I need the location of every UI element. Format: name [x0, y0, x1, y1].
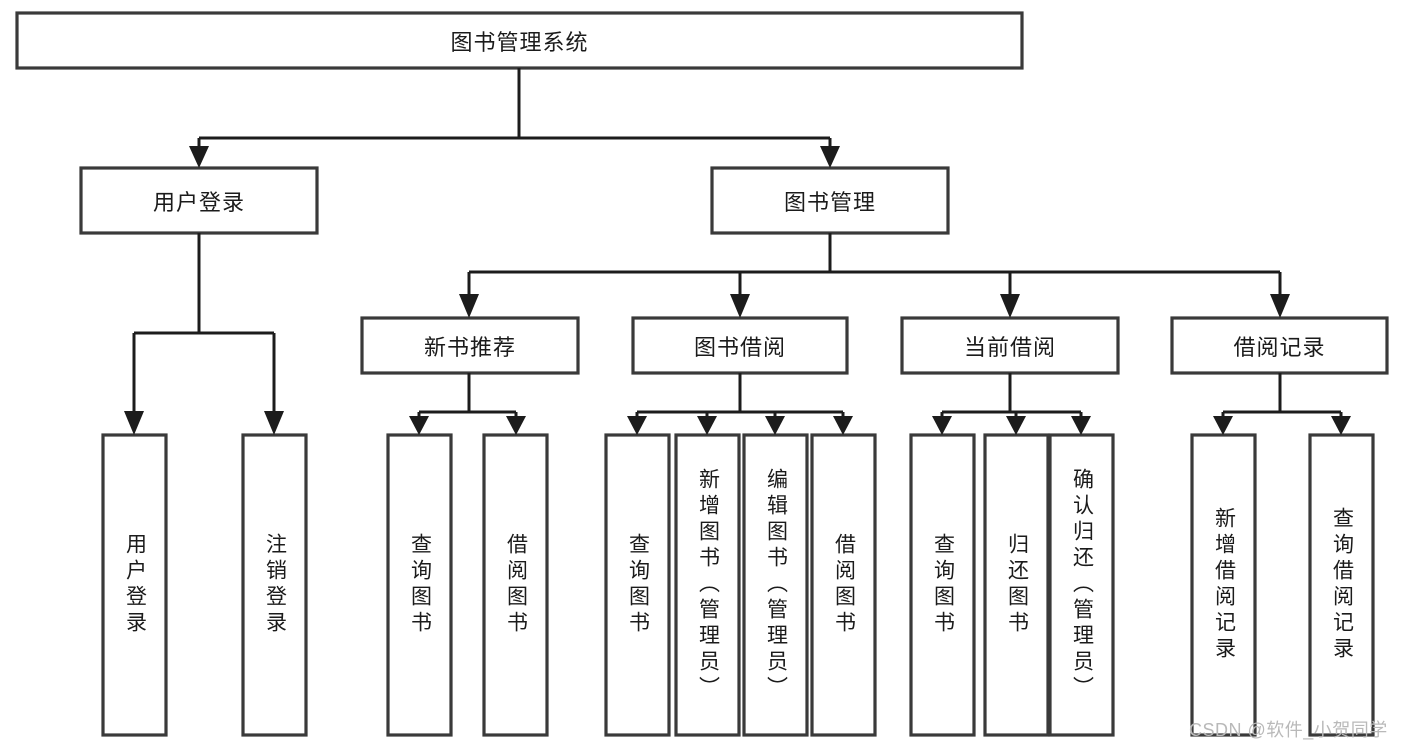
- connector-root-to-level2: [189, 68, 840, 168]
- arrowhead-leaf-borrow-book-1: [506, 416, 526, 435]
- arrowhead-new-book-recommend: [459, 294, 479, 318]
- node-box-new-book-recommend[interactable]: [360, 316, 580, 375]
- node-box-leaf-confirm-return[interactable]: [1048, 433, 1115, 737]
- node-box-leaf-query-book-3[interactable]: [909, 433, 976, 737]
- node-box-leaf-edit-book[interactable]: [742, 433, 809, 737]
- connector-user-login-to-leaves: [124, 233, 284, 435]
- watermark-text: CSDN @软件_小贺同学: [1189, 720, 1388, 740]
- arrowhead-leaf-user-login: [124, 411, 144, 435]
- node-box-root[interactable]: [15, 11, 1024, 70]
- node-box-user-login[interactable]: [79, 166, 319, 235]
- node-box-leaf-user-login[interactable]: [101, 433, 168, 737]
- node-box-book-borrow[interactable]: [631, 316, 849, 375]
- node-box-leaf-query-book-2[interactable]: [604, 433, 671, 737]
- node-box-book-manage[interactable]: [710, 166, 950, 235]
- node-box-leaf-query-book-1[interactable]: [386, 433, 453, 737]
- arrowhead-leaf-edit-book: [765, 416, 785, 435]
- node-box-leaf-add-book[interactable]: [674, 433, 741, 737]
- node-box-borrow-record[interactable]: [1170, 316, 1389, 375]
- node-box-current-borrow[interactable]: [900, 316, 1120, 375]
- arrowhead-leaf-add-book: [697, 416, 717, 435]
- connector-current-borrow-to-leaves: [932, 373, 1091, 435]
- arrowhead-leaf-add-record: [1213, 416, 1233, 435]
- arrowhead-leaf-query-book-1: [409, 416, 429, 435]
- node-box-leaf-user-logout[interactable]: [241, 433, 308, 737]
- arrowhead-user-login: [189, 146, 209, 168]
- node-box-leaf-borrow-book-2[interactable]: [810, 433, 877, 737]
- arrowhead-book-borrow: [730, 294, 750, 318]
- arrowhead-leaf-query-book-3: [932, 416, 952, 435]
- node-box-leaf-borrow-book-1[interactable]: [482, 433, 549, 737]
- arrowhead-leaf-borrow-book-2: [833, 416, 853, 435]
- connector-book-manage-to-level3: [459, 233, 1290, 318]
- arrowhead-leaf-return-book: [1006, 416, 1026, 435]
- node-box-leaf-return-book[interactable]: [983, 433, 1050, 737]
- node-box-leaf-add-record[interactable]: [1190, 433, 1257, 737]
- arrowhead-book-manage: [820, 146, 840, 168]
- arrowhead-leaf-user-logout: [264, 411, 284, 435]
- connector-new-book-recommend-to-leaves: [409, 373, 526, 435]
- connector-borrow-record-to-leaves: [1213, 373, 1351, 435]
- arrowhead-leaf-query-book-2: [627, 416, 647, 435]
- arrowhead-current-borrow: [1000, 294, 1020, 318]
- arrowhead-borrow-record: [1270, 294, 1290, 318]
- connector-book-borrow-to-leaves: [627, 373, 853, 435]
- node-box-leaf-query-record[interactable]: [1308, 433, 1375, 737]
- arrowhead-leaf-query-record: [1331, 416, 1351, 435]
- arrowhead-leaf-confirm-return: [1071, 416, 1091, 435]
